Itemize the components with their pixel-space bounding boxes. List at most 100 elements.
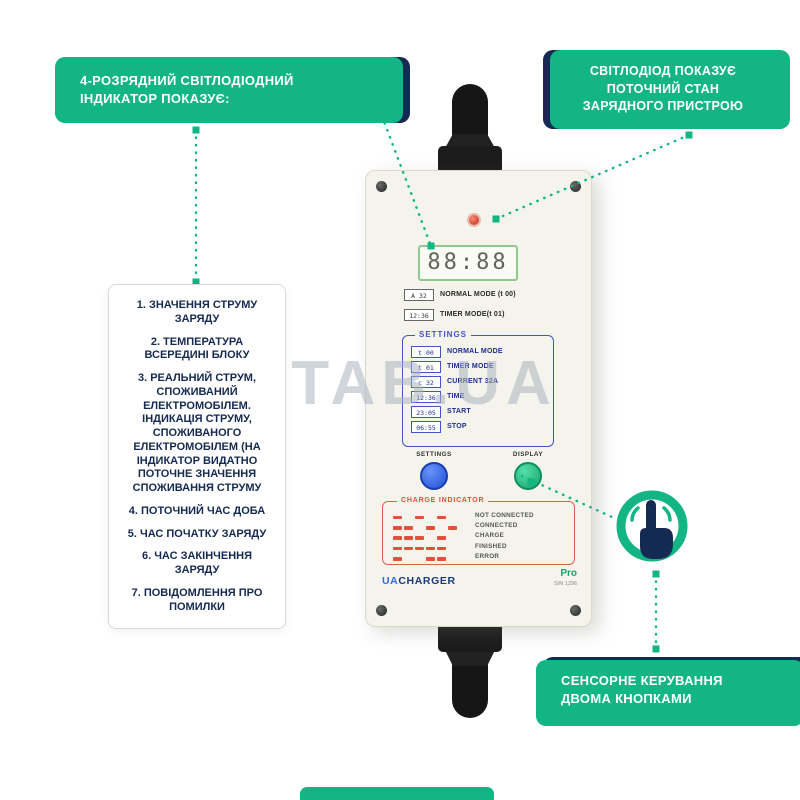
brand-row: UACHARGER Pro S/N 1296 (382, 568, 577, 588)
charge-indicator-title: CHARGE INDICATOR (397, 497, 489, 504)
settings-row: t 01 TIMER MODE (411, 360, 545, 373)
callout-led-indicator: 4-РОЗРЯДНИЙ СВІТЛОДІОДНИЙ ІНДИКАТОР ПОКА… (62, 57, 410, 124)
tap-hand (640, 528, 673, 559)
brand-charger: CHARGER (398, 575, 456, 587)
led-segment (415, 536, 424, 540)
touch-tap-icon (606, 484, 704, 582)
settings-button-label: SETTINGS (416, 451, 452, 458)
settings-button-group: SETTINGS (406, 451, 462, 490)
setting-label: TIME (447, 393, 465, 400)
led-segment (448, 557, 457, 561)
brand-logo: UACHARGER (382, 575, 456, 587)
led-segment (404, 557, 413, 561)
led-segment (393, 526, 402, 530)
setting-label: TIMER MODE (447, 363, 494, 370)
tap-wave-left (630, 506, 640, 522)
setting-value: t 01 (411, 360, 441, 373)
mode-row: A 32 NORMAL MODE (t 00) (404, 287, 574, 302)
setting-value: c 32 (411, 375, 441, 388)
setting-label: START (447, 408, 471, 415)
led-segment (393, 515, 402, 520)
settings-rows: t 00 NORMAL MODE t 01 TIMER MODE c 32 CURRENT… (411, 345, 545, 433)
display-button-group: DISPLAY (500, 451, 556, 490)
screw-icon (570, 181, 581, 192)
charge-row: ERROR (389, 552, 568, 562)
mode-label: NORMAL MODE (t 00) (440, 291, 516, 298)
charge-row: NOT CONNECTED (389, 510, 568, 520)
cable-gland-nut-bottom (438, 622, 502, 652)
cable-gland-cone-bottom (444, 648, 496, 666)
display-button (514, 462, 542, 490)
cable-bottom (452, 664, 488, 718)
led-segment (426, 546, 435, 551)
tap-wave-right (662, 506, 672, 522)
screw-icon (376, 605, 387, 616)
settings-row: 23:05 START (411, 405, 545, 418)
buttons-row: SETTINGS DISPLAY (406, 451, 556, 490)
model-block: Pro S/N 1296 (554, 568, 577, 588)
charge-label: CONNECTED (475, 522, 518, 530)
settings-row: c 32 CURRENT 32A (411, 375, 545, 388)
led-segment (404, 546, 413, 551)
list-item: 7. ПОВІДОМЛЕННЯ ПРО ПОМИЛКИ (131, 586, 263, 613)
settings-row: 06:55 STOP (411, 420, 545, 433)
charge-label: CHARGE (475, 532, 505, 540)
led-segment (437, 536, 446, 540)
list-item: 3. РЕАЛЬНИЙ СТРУМ, СПОЖИВАНИЙ ЕЛЕКТРОМОБ… (132, 372, 262, 494)
settings-row: 12:36 TIME (411, 390, 545, 403)
list-item: 1. ЗНАЧЕННЯ СТРУМУ ЗАРЯДУ (136, 299, 258, 325)
settings-panel-title: SETTINGS (415, 330, 472, 339)
led-segment (393, 536, 402, 540)
led-pattern (389, 517, 475, 535)
screw-icon (376, 181, 387, 192)
setting-label: STOP (447, 423, 467, 430)
settings-row: t 00 NORMAL MODE (411, 345, 545, 358)
charge-row: FINISHED (389, 541, 568, 551)
charge-row: CONNECTED (389, 520, 568, 530)
list-item: 2. ТЕМПЕРАТУРА ВСЕРЕДИНІ БЛОКУ (144, 335, 250, 362)
tap-icon-svg (616, 490, 688, 562)
charge-label: NOT CONNECTED (475, 511, 534, 519)
led-segment (404, 526, 413, 530)
led-segment (437, 546, 446, 551)
brand-ua: UA (382, 575, 399, 587)
led-pattern (389, 548, 475, 566)
mode-value: A 32 (404, 288, 434, 301)
setting-value: 12:36 (411, 390, 441, 403)
led-segment (448, 526, 457, 530)
led-segment (393, 557, 402, 561)
led-pattern (389, 506, 475, 524)
list-item: 4. ПОТОЧНИЙ ЧАС ДОБА (128, 504, 266, 517)
led-segment (415, 557, 424, 561)
callout-touch-control: СЕНСОРНЕ КЕРУВАННЯ ДВОМА КНОПКАМИ (543, 657, 800, 724)
charge-label: ERROR (475, 553, 500, 561)
setting-value: t 00 (411, 345, 441, 358)
bottom-green-bar (300, 787, 494, 800)
charge-row: CHARGE (389, 531, 568, 541)
charge-label: FINISHED (475, 542, 507, 550)
led-segment (437, 557, 446, 561)
indicator-list: 1. ЗНАЧЕННЯ СТРУМУ ЗАРЯДУ 2. ТЕМПЕРАТУРА … (108, 284, 286, 630)
setting-value: 23:05 (411, 405, 441, 418)
settings-button (420, 462, 448, 490)
led-segment (393, 546, 402, 551)
model-name: Pro (560, 568, 577, 579)
serial-number: S/N 1296 (554, 581, 577, 587)
led-segment (415, 515, 424, 520)
mode-value: 12:36 (404, 308, 434, 321)
list-item: 6. ЧАС ЗАКІНЧЕННЯ ЗАРЯДУ (141, 550, 253, 576)
led-display: 88:88 (418, 245, 518, 281)
led-segment (426, 557, 435, 561)
setting-label: NORMAL MODE (447, 348, 503, 355)
led-pattern (389, 537, 475, 555)
led-segment (426, 526, 435, 530)
settings-panel: SETTINGS t 00 NORMAL MODE t 01 TIMER MODE c … (402, 330, 554, 447)
cable-top (452, 84, 488, 140)
charge-indicator-panel: CHARGE INDICATOR NOT CONNECTED CONNECTED C… (382, 497, 575, 565)
led-segment (415, 546, 424, 551)
setting-value: 06:55 (411, 420, 441, 433)
setting-label: CURRENT 32A (447, 378, 499, 385)
